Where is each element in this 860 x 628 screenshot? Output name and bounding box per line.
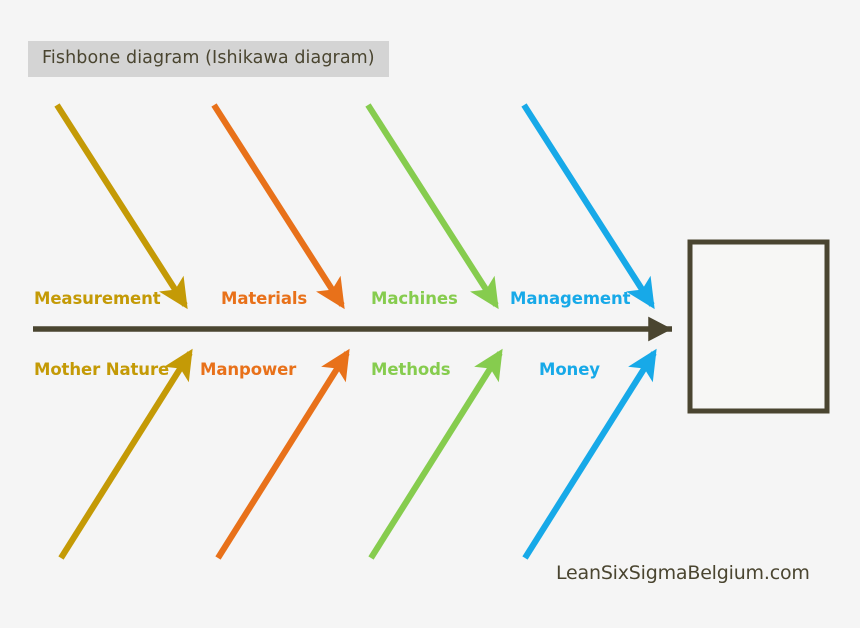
watermark-text: LeanSixSigmaBelgium.com [556, 562, 810, 584]
bone-line-manpower [215, 348, 350, 560]
bone-label-manpower: Manpower [200, 360, 297, 379]
bone-line-mother-nature [58, 348, 193, 560]
bone-line-measurement [54, 103, 188, 310]
bone-label-measurement: Measurement [34, 289, 161, 308]
bone-label-materials: Materials [221, 289, 308, 308]
bone-label-money: Money [539, 360, 600, 379]
effect-head-box [687, 239, 830, 414]
bone-line-materials [211, 103, 345, 310]
diagram-title: Fishbone diagram (Ishikawa diagram) [28, 41, 389, 77]
bone-line-management [521, 103, 655, 310]
bone-line-methods [368, 348, 503, 560]
bone-label-methods: Methods [371, 360, 451, 379]
bone-label-mother-nature: Mother Nature [34, 360, 170, 379]
bone-label-management: Management [510, 289, 631, 308]
bone-line-money [522, 348, 657, 560]
bone-label-machines: Machines [371, 289, 458, 308]
bone-line-machines [365, 103, 499, 310]
